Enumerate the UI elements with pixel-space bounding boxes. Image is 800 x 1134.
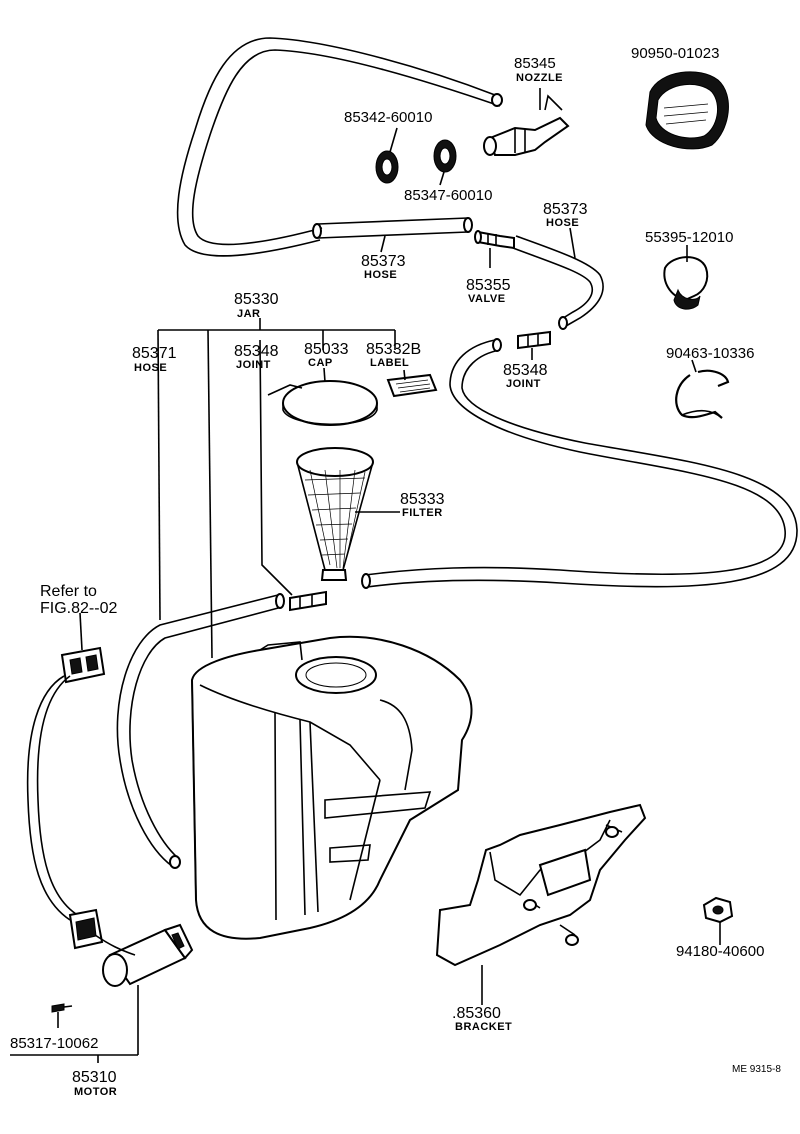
cap-85033 — [267, 380, 378, 426]
labels: 85345 NOZZLE 90950-01023 85342-60010 853… — [10, 45, 781, 1098]
label-refer-line2: FIG.82--02 — [40, 600, 117, 617]
label-motor-number: 85310 — [72, 1069, 117, 1086]
valve-85355 — [474, 230, 515, 250]
label-hose-right-name: HOSE — [546, 217, 579, 229]
label-hose-right-number: 85373 — [543, 201, 588, 218]
label-cap-name: CAP — [308, 357, 333, 369]
washer-85342 — [375, 150, 399, 184]
label-hose-left-name: HOSE — [134, 362, 167, 374]
label-diagram-code: ME 9315-8 — [732, 1064, 781, 1075]
nozzle-85345 — [483, 94, 570, 156]
label-nozzle-number: 85345 — [514, 55, 556, 72]
label-nut-number: 94180-40600 — [676, 943, 764, 960]
label-screw-number: 85317-10062 — [10, 1035, 98, 1052]
label-valve-name: VALVE — [468, 293, 506, 305]
label-grommet-number: 90950-01023 — [631, 45, 719, 62]
label-hose-upper-number: 85373 — [361, 253, 406, 270]
label-jar-name: JAR — [237, 308, 261, 320]
label-85332b — [386, 373, 438, 398]
hose-85371 — [116, 593, 285, 869]
label-hose-upper-name: HOSE — [364, 269, 397, 281]
hose-right-loop — [361, 338, 798, 589]
label-filter-number: 85333 — [400, 491, 445, 508]
label-bracket-number: .85360 — [452, 1005, 501, 1022]
label-jar-number: 85330 — [234, 291, 279, 308]
connector-wire — [26, 646, 136, 956]
label-valve-number: 85355 — [466, 277, 511, 294]
label-cover-number: 55395-12010 — [645, 229, 733, 246]
clamp-90463 — [675, 369, 730, 419]
cover-55395 — [663, 256, 709, 310]
label-bracket-name: BRACKET — [455, 1021, 512, 1033]
label-joint-right-number: 85348 — [503, 362, 548, 379]
screw-85317 — [51, 1003, 73, 1013]
motor-85310 — [102, 923, 194, 987]
label-clamp-number: 90463-10336 — [666, 345, 754, 362]
label-refer-line1: Refer to — [40, 583, 97, 600]
label-washer-b-number: 85347-60010 — [404, 187, 492, 204]
label-joint-left-name: JOINT — [236, 359, 271, 371]
hose-85373-right — [512, 235, 604, 330]
label-hose-left-number: 85371 — [132, 345, 177, 362]
leader-lines — [10, 88, 721, 1063]
label-joint-right-name: JOINT — [506, 378, 541, 390]
label-washer-a-number: 85342-60010 — [344, 109, 432, 126]
label-cap-number: 85033 — [304, 341, 349, 358]
nut-94180 — [702, 896, 734, 924]
label-filter-name: FILTER — [402, 507, 443, 519]
washer-85347 — [433, 139, 457, 173]
jar-85330 — [190, 635, 473, 940]
hose-85373-upper — [312, 217, 473, 239]
joint-85348-left — [289, 590, 327, 612]
label-label-name: LABEL — [370, 357, 409, 369]
label-joint-left-number: 85348 — [234, 343, 279, 360]
joint-85348-right — [517, 330, 551, 350]
label-label-number: 85332B — [366, 341, 421, 358]
label-motor-name: MOTOR — [74, 1086, 117, 1098]
label-nozzle-name: NOZZLE — [516, 72, 563, 84]
bracket-85360 — [435, 803, 647, 967]
filter-85333 — [296, 447, 374, 581]
grommet-90950 — [645, 71, 729, 150]
hose-upper-loop — [176, 37, 503, 257]
